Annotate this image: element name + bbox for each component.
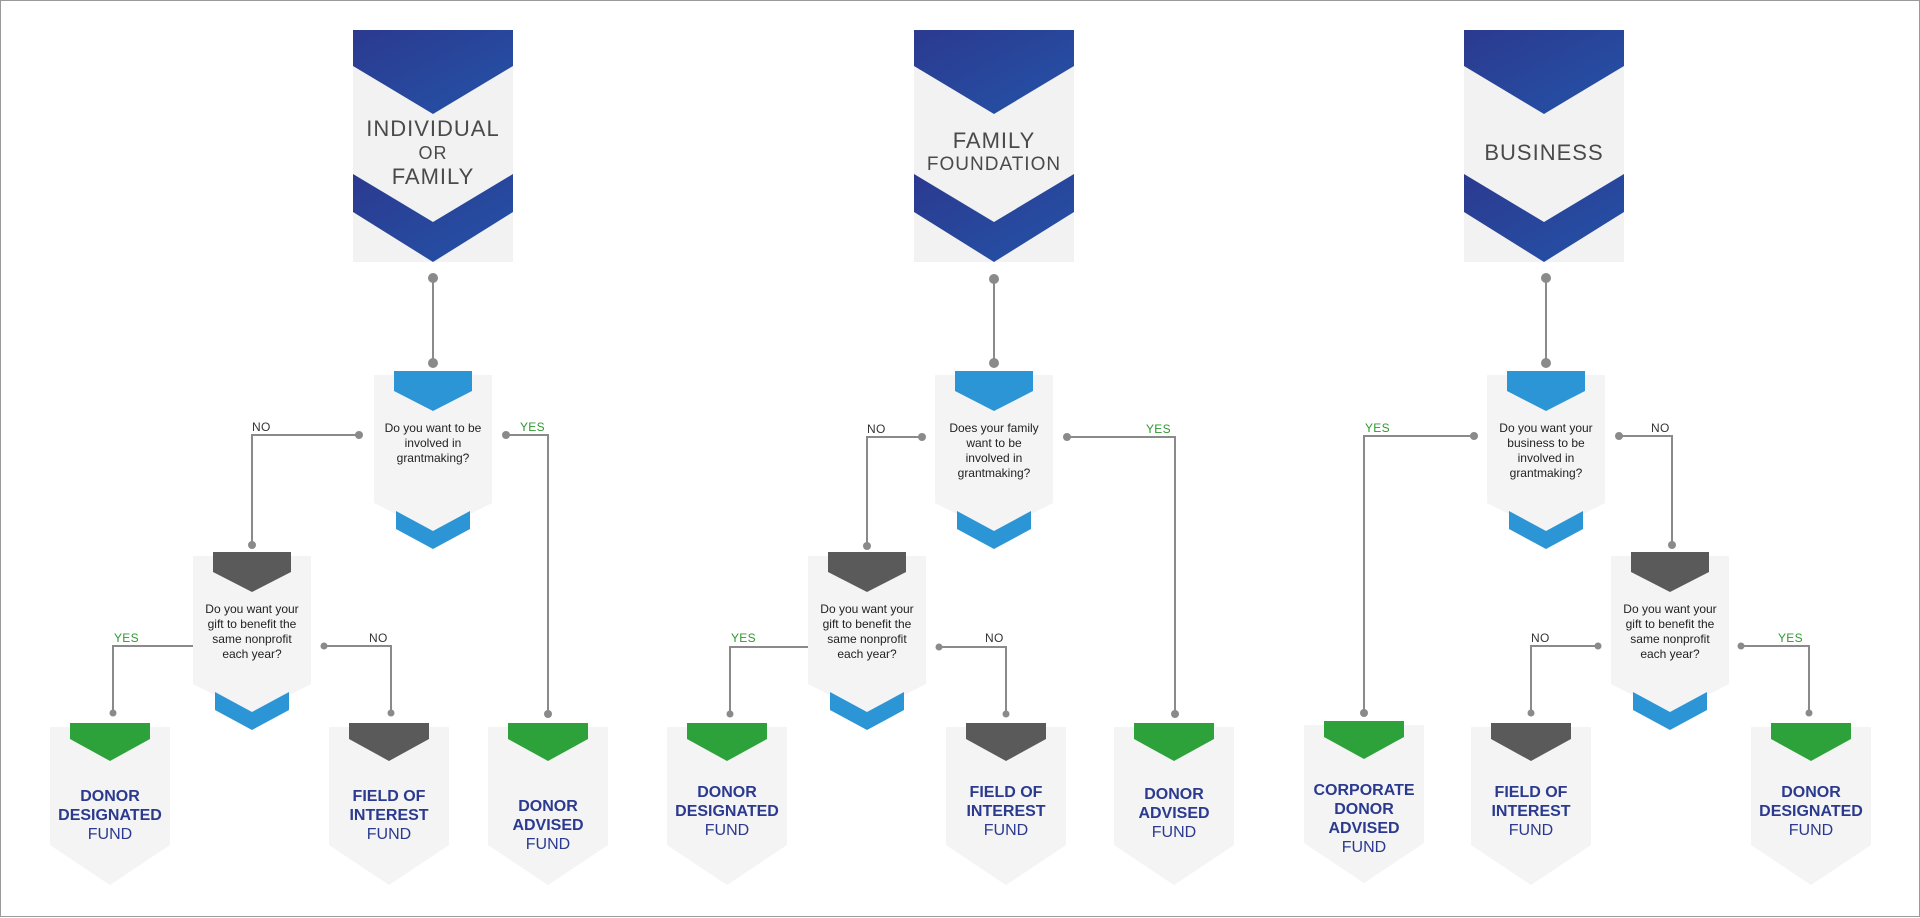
result-card-field-of-interest-fund: FIELD OF INTEREST FUND xyxy=(329,723,449,893)
result-line3: FUND xyxy=(1151,823,1197,841)
result-card-corporate-donor-advised-fund: CORPORATE DONOR ADVISED FUND xyxy=(1304,721,1424,891)
result-card-donor-advised-fund: DONOR ADVISED FUND xyxy=(1114,723,1234,893)
result-card-donor-designated-fund: DONOR DESIGNATED FUND xyxy=(50,723,170,893)
question-text: Do you want your business to be involved… xyxy=(1499,421,1593,480)
question-card-same-nonprofit: Do you want your gift to benefit the sam… xyxy=(193,552,311,732)
question-card-grantmaking: Do you want to be involved in grantmakin… xyxy=(374,371,492,551)
result-line1: DONOR xyxy=(697,783,757,801)
branch-label: YES xyxy=(114,631,139,645)
result-card-donor-advised-fund: DONOR ADVISED FUND xyxy=(488,723,608,893)
result-line2: INTEREST xyxy=(349,806,429,824)
branch-label: YES xyxy=(1778,631,1803,645)
branch-label: NO xyxy=(1531,631,1550,645)
branch-label: NO xyxy=(252,420,271,434)
question-text: Do you want your gift to benefit the sam… xyxy=(1623,602,1717,661)
result-line2: DESIGNATED xyxy=(675,802,779,820)
result-card-field-of-interest-fund: FIELD OF INTEREST FUND xyxy=(946,723,1066,893)
result-line2: ADVISED xyxy=(512,816,584,834)
result-line2: DONOR xyxy=(1334,801,1394,818)
result-line3: FUND xyxy=(704,821,750,839)
result-line3: ADVISED xyxy=(1328,820,1400,837)
header-title-line2: OR xyxy=(418,143,448,163)
result-line2: DESIGNATED xyxy=(58,806,162,824)
header-title-line3: FAMILY xyxy=(391,164,475,189)
branch-label: NO xyxy=(867,422,886,436)
branch-label: YES xyxy=(520,420,545,434)
result-line4: FUND xyxy=(1341,839,1387,856)
result-line1: FIELD OF xyxy=(969,783,1043,801)
question-card-grantmaking: Do you want your business to be involved… xyxy=(1487,371,1605,551)
result-line1: CORPORATE xyxy=(1313,782,1415,799)
branch-label: NO xyxy=(985,631,1004,645)
branch-label: NO xyxy=(1651,421,1670,435)
branch-label: YES xyxy=(731,631,756,645)
result-line1: DONOR xyxy=(1144,785,1204,803)
question-text: Does your family want to be involved in … xyxy=(949,421,1039,480)
header-banner-family-foundation: FAMILY FOUNDATION xyxy=(914,30,1074,262)
question-text: Do you want your gift to benefit the sam… xyxy=(820,602,914,661)
result-line1: DONOR xyxy=(518,797,578,815)
result-line2: ADVISED xyxy=(1138,804,1210,822)
result-line3: FUND xyxy=(366,825,412,843)
result-line1: FIELD OF xyxy=(1494,783,1568,801)
header-title-line2: FOUNDATION xyxy=(926,154,1062,175)
result-line3: FUND xyxy=(87,825,133,843)
result-line3: FUND xyxy=(1508,821,1554,839)
result-line1: DONOR xyxy=(80,787,140,805)
question-text: Do you want your gift to benefit the sam… xyxy=(205,602,299,661)
header-banner-business: BUSINESS xyxy=(1464,30,1624,262)
branch-label: YES xyxy=(1365,421,1390,435)
header-title-line1: INDIVIDUAL xyxy=(366,116,500,141)
header-title-line1: FAMILY xyxy=(952,128,1036,153)
result-line2: INTEREST xyxy=(966,802,1046,820)
result-line1: DONOR xyxy=(1781,783,1841,801)
result-line2: DESIGNATED xyxy=(1759,802,1863,820)
question-card-grantmaking: Does your family want to be involved in … xyxy=(935,371,1053,551)
result-card-donor-designated-fund: DONOR DESIGNATED FUND xyxy=(667,723,787,893)
result-card-donor-designated-fund: DONOR DESIGNATED FUND xyxy=(1751,723,1871,893)
header-title-line1: BUSINESS xyxy=(1484,140,1604,165)
question-card-same-nonprofit: Do you want your gift to benefit the sam… xyxy=(1611,552,1729,732)
result-line3: FUND xyxy=(1788,821,1834,839)
result-card-field-of-interest-fund: FIELD OF INTEREST FUND xyxy=(1471,723,1591,893)
question-text: Do you want to be involved in grantmakin… xyxy=(384,421,482,465)
branch-label: NO xyxy=(369,631,388,645)
result-line1: FIELD OF xyxy=(352,787,426,805)
header-banner-individual-family: INDIVIDUAL OR FAMILY xyxy=(353,30,513,262)
result-line2: INTEREST xyxy=(1491,802,1571,820)
question-card-same-nonprofit: Do you want your gift to benefit the sam… xyxy=(808,552,926,732)
result-line3: FUND xyxy=(525,835,571,853)
result-line3: FUND xyxy=(983,821,1029,839)
branch-label: YES xyxy=(1146,422,1171,436)
